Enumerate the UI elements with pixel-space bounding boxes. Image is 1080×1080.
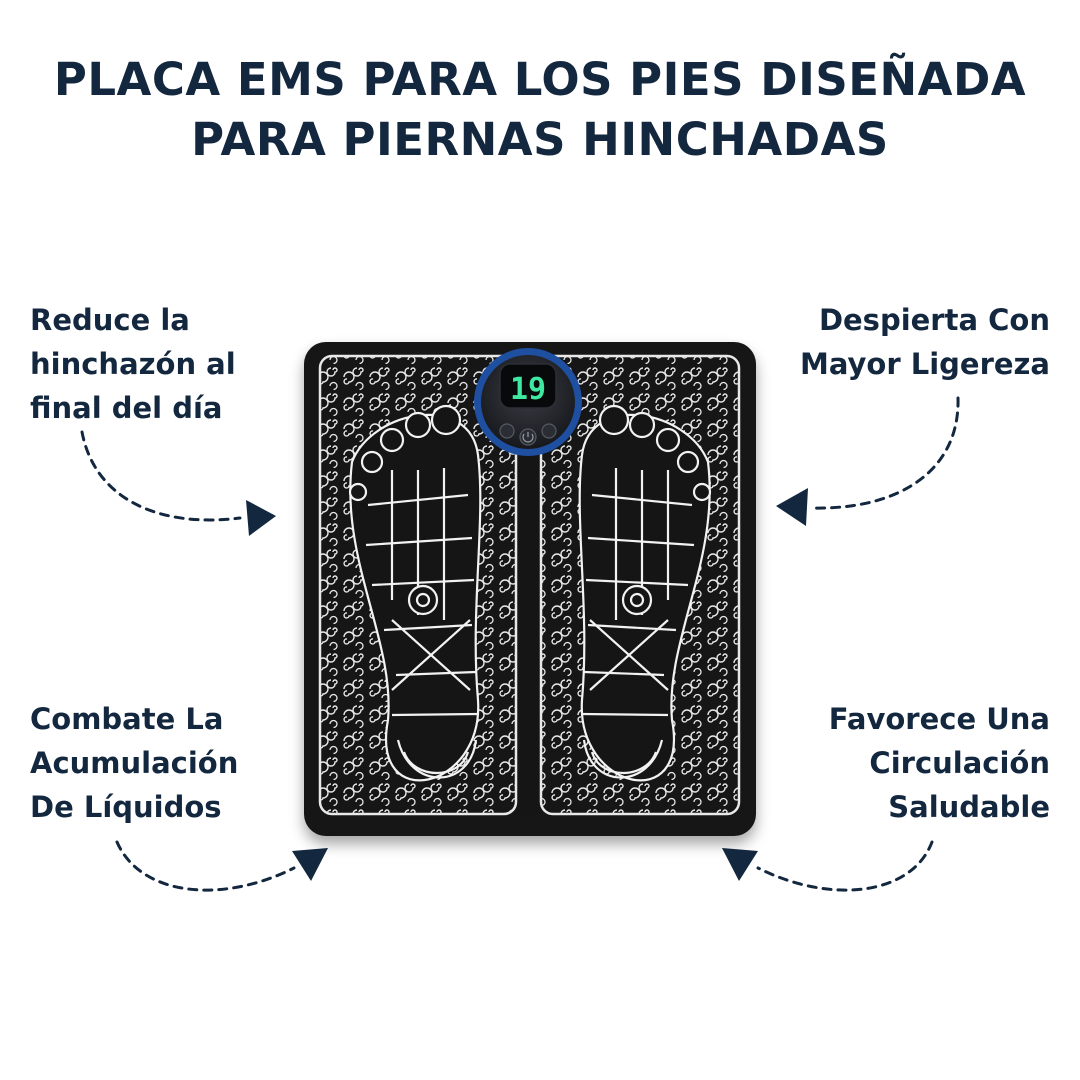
arrow-top-left (80, 430, 276, 536)
arrow-bottom-left (115, 840, 328, 892)
callout-line: Acumulación (30, 746, 239, 780)
callout-line: Saludable (888, 790, 1050, 824)
headline: PLACA EMS PARA LOS PIES DISEÑADA PARA PI… (0, 50, 1080, 170)
arrow-bottom-right (722, 840, 934, 892)
callout-line: Mayor Ligereza (799, 347, 1050, 381)
display-value: 19 (510, 372, 546, 407)
callout-line: Combate La (30, 702, 224, 736)
display-screen (499, 363, 557, 409)
callout-bottom-right: Favorece Una Circulación Saludable (829, 697, 1050, 829)
callout-line: Circulación (869, 746, 1050, 780)
headline-line-2: PARA PIERNAS HINCHADAS (191, 113, 889, 166)
arrow-top-right (776, 396, 960, 526)
callout-line: Despierta Con (818, 303, 1050, 337)
power-icon (522, 432, 534, 443)
callout-top-left: Reduce la hinchazón al final del día (30, 298, 236, 430)
plus-button[interactable] (541, 423, 557, 439)
headline-line-1: PLACA EMS PARA LOS PIES DISEÑADA (53, 53, 1027, 106)
callout-line: De Líquidos (30, 790, 222, 824)
footprint-right-icon (578, 404, 712, 782)
callout-line: final del día (30, 391, 223, 425)
callout-line: hinchazón al (30, 347, 236, 381)
control-unit: 19 (474, 348, 582, 456)
callout-top-right: Despierta Con Mayor Ligereza (800, 298, 1050, 386)
callout-line: Reduce la (30, 303, 190, 337)
footprint-left-icon (348, 404, 482, 782)
minus-button[interactable] (499, 423, 515, 439)
callout-bottom-left: Combate La Acumulación De Líquidos (30, 697, 238, 829)
callout-line: Favorece Una (828, 702, 1050, 736)
